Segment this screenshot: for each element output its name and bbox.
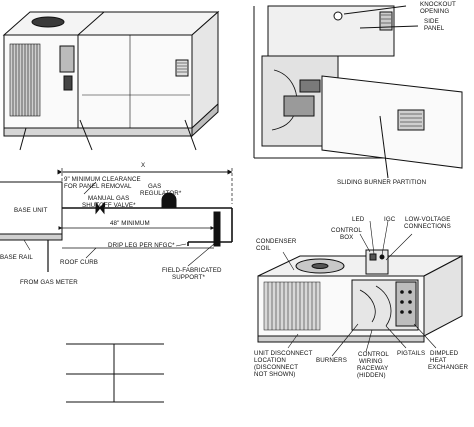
sliding-burner-partition: [321, 75, 463, 169]
field-support-label-2: SUPPORT*: [172, 274, 205, 281]
knockout-opening-label-2: OPENING: [420, 8, 449, 15]
dimpled-heat-exchanger-label: DIMPLED: [430, 350, 459, 357]
manual-gas-shutoff-valve: [95, 201, 105, 215]
dimpled-heat-exchanger-label-2: HEAT: [430, 357, 447, 364]
control-access-panel: [59, 45, 75, 73]
control-box-label-2: BOX: [340, 234, 353, 241]
knockout-opening: [333, 11, 343, 21]
leader-line: [343, 5, 407, 15]
leader-line: [19, 127, 27, 151]
dimpled-heat-exchanger-label-3: EXCHANGER: [428, 364, 469, 371]
leader-line: [379, 115, 389, 179]
field-fabricated-support: [213, 211, 221, 247]
condenser-fan-opening: [31, 16, 65, 28]
manual-gas-valve-label-2: SHUTOFF VALVE*: [82, 202, 136, 209]
unit-disconnect-label-2: LOCATION: [254, 357, 286, 364]
knockout-opening-label: KNOCKOUT: [420, 1, 456, 8]
gas-regulator: [161, 192, 177, 209]
sliding-burner-partition-label: SLIDING BURNER PARTITION: [337, 179, 426, 186]
condenser-coil: [263, 281, 321, 331]
raceway-label-2: WIRING: [359, 358, 383, 365]
low-voltage-label-2: CONNECTIONS: [404, 223, 451, 230]
gas-piping-figure: [0, 168, 233, 272]
unit-base-rail: [3, 127, 193, 137]
unit-disconnect-label: UNIT DISCONNECT: [254, 350, 313, 357]
control-box: [365, 249, 389, 275]
manual-gas-valve-label: MANUAL GAS: [88, 195, 129, 202]
dimension-x-label: X: [141, 162, 145, 169]
igc-label: IGC: [384, 216, 396, 223]
unit-disconnect-label-3: (DISCONNECT: [254, 364, 298, 371]
base-rail-label: BASE RAIL: [0, 254, 33, 261]
gas-regulator-label: GAS: [148, 183, 161, 190]
base-unit-label: BASE UNIT: [14, 207, 48, 214]
condenser-grille: [9, 43, 41, 117]
raceway-label-3: RACEWAY: [357, 365, 388, 372]
unit-disconnect-label-4: NOT SHOWN): [254, 371, 295, 378]
side-panel-label: SIDE: [424, 18, 439, 25]
gas-regulator-label-2: REGULATOR*: [140, 190, 182, 197]
minimum-48-label: 48" MINIMUM: [110, 220, 150, 227]
clearance-label: 9" MINIMUM CLEARANCE: [64, 176, 141, 183]
raceway-label: CONTROL: [358, 351, 389, 358]
roof-curb-label: ROOF CURB: [60, 259, 98, 266]
leader-line: [359, 25, 419, 29]
rooftop-unit-figure: [2, 10, 220, 151]
leader-line: [184, 119, 197, 151]
from-gas-meter-label: FROM GAS METER: [20, 279, 78, 286]
condenser-coil-label-2: COIL: [256, 245, 271, 252]
unit-components-figure: [257, 220, 463, 357]
blank-table-grid: [66, 343, 164, 403]
pigtails-label: PIGTAILS: [397, 350, 425, 357]
control-box-label: CONTROL: [331, 227, 362, 234]
burner-access-louver: [175, 59, 189, 77]
leader-line: [79, 119, 93, 151]
side-panel: [267, 5, 395, 57]
dimpled-heat-exchanger: [395, 281, 417, 327]
side-panel-label-2: PANEL: [424, 25, 445, 32]
condenser-coil-label: CONDENSER: [256, 238, 297, 245]
low-voltage-label: LOW-VOLTAGE: [405, 216, 450, 223]
field-support-label: FIELD-FABRICATED: [162, 267, 222, 274]
drip-leg-label: DRIP LEG PER NFGC*: [108, 242, 175, 249]
led-label: LED: [352, 216, 365, 223]
base-unit-box: [0, 181, 63, 235]
raceway-label-4: (HIDDEN): [357, 372, 386, 379]
clearance-label-2: FOR PANEL REMOVAL: [64, 183, 132, 190]
burners-label: BURNERS: [316, 357, 347, 364]
burner-access-figure: [253, 5, 463, 179]
